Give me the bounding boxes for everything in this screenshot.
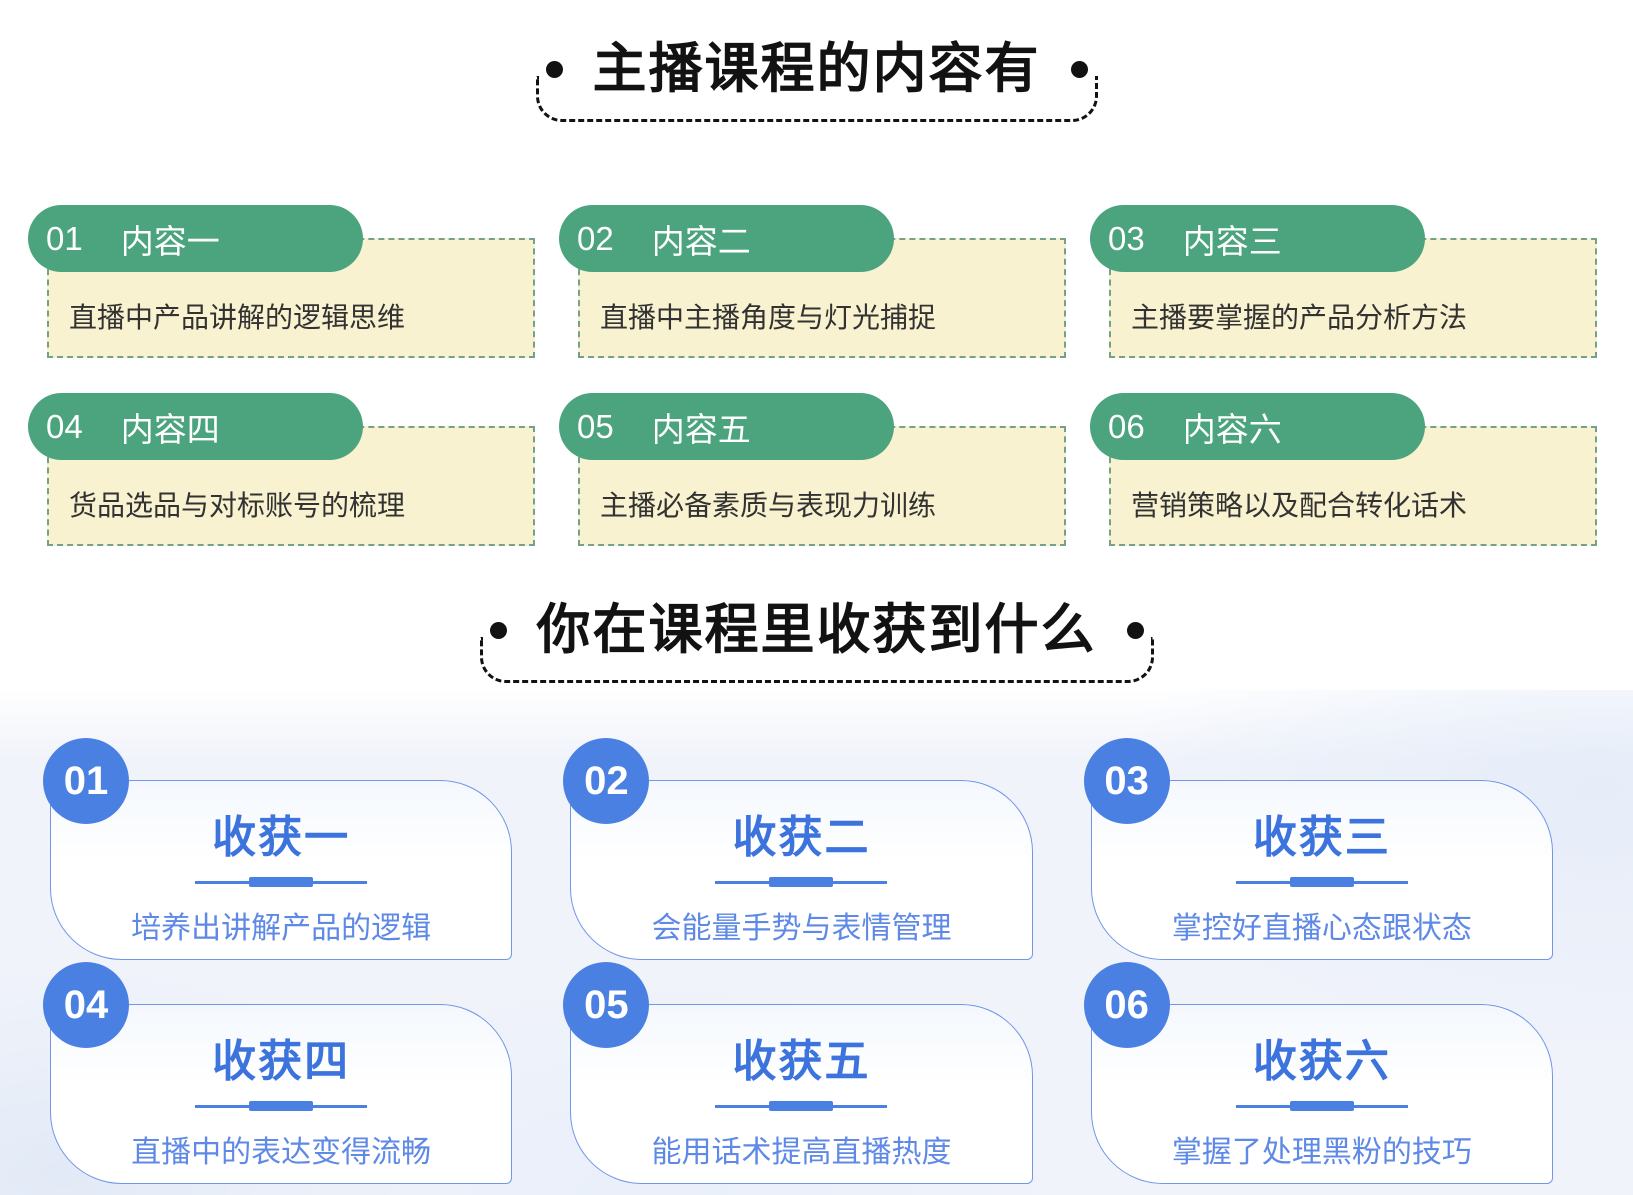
gain-card: 06 收获六 掌握了处理黑粉的技巧 (1083, 962, 1553, 1184)
gain-title: 收获六 (1252, 1037, 1391, 1086)
card-desc: 主播要掌握的产品分析方法 (1131, 302, 1468, 333)
card-label: 内容三 (1182, 222, 1282, 260)
card-number: 05 (577, 407, 614, 445)
bullet-dot-icon (1126, 621, 1144, 639)
gain-card: 02 收获二 会能量手势与表情管理 (563, 738, 1033, 960)
gain-title: 收获五 (732, 1037, 871, 1086)
course-content-section: 主播课程的内容有 01 内容一 直播中产品讲解的逻辑思维 02 内容二 (0, 0, 1633, 546)
course-content-title: 主播课程的内容有 (592, 39, 1041, 99)
gain-divider (195, 1101, 368, 1111)
gain-card-box: 收获五 能用话术提高直播热度 (570, 1004, 1033, 1184)
gain-number-badge: 06 (1083, 962, 1170, 1048)
gain-number-badge: 01 (43, 738, 129, 824)
gain-title: 收获三 (1252, 813, 1391, 862)
gain-divider (715, 1101, 888, 1111)
card-label: 内容五 (651, 410, 751, 448)
card-label: 内容一 (120, 222, 220, 260)
gain-card-box: 收获二 会能量手势与表情管理 (570, 780, 1033, 960)
card-number: 03 (1108, 219, 1145, 257)
gain-divider (715, 877, 888, 887)
gain-number-badge: 03 (1083, 738, 1170, 824)
content-card-pill: 01 内容一 (28, 205, 363, 272)
content-card: 04 内容四 货品选品与对标账号的梳理 (28, 393, 535, 546)
content-card: 03 内容三 主播要掌握的产品分析方法 (1090, 205, 1597, 358)
bullet-dot-icon (545, 60, 563, 78)
gain-card-box: 收获四 直播中的表达变得流畅 (50, 1004, 513, 1184)
dashed-underline (479, 637, 1154, 683)
course-gains-section: 你在课程里收获到什么 01 收获一 培养出讲解产品的逻辑 02 (0, 591, 1633, 1184)
card-number: 01 (46, 219, 83, 257)
card-label: 内容四 (120, 410, 220, 448)
bullet-dot-icon (1070, 60, 1088, 78)
gain-desc: 直播中的表达变得流畅 (131, 1136, 432, 1169)
gain-desc: 培养出讲解产品的逻辑 (131, 912, 432, 945)
gain-number-badge: 05 (563, 962, 650, 1048)
content-card-pill: 04 内容四 (28, 393, 363, 460)
content-card-pill: 02 内容二 (559, 205, 894, 272)
card-number: 02 (577, 219, 614, 257)
gain-card: 03 收获三 掌控好直播心态跟状态 (1083, 738, 1553, 960)
gain-number-badge: 04 (43, 962, 129, 1048)
gain-card-box: 收获三 掌控好直播心态跟状态 (1090, 780, 1553, 960)
dashed-underline (535, 76, 1098, 122)
card-desc: 直播中主播角度与灯光捕捉 (600, 302, 937, 333)
gain-divider (195, 877, 368, 887)
content-card: 05 内容五 主播必备素质与表现力训练 (559, 393, 1066, 546)
content-card-pill: 03 内容三 (1090, 205, 1425, 272)
gain-desc: 能用话术提高直播热度 (651, 1136, 952, 1169)
bullet-dot-icon (489, 621, 507, 639)
gain-title: 收获一 (212, 813, 351, 862)
card-label: 内容六 (1182, 410, 1282, 448)
gain-divider (1235, 877, 1408, 887)
gain-divider (1235, 1101, 1408, 1111)
card-label: 内容二 (651, 222, 751, 260)
gain-desc: 掌握了处理黑粉的技巧 (1171, 1136, 1472, 1169)
card-desc: 主播必备素质与表现力训练 (600, 490, 937, 521)
content-card-pill: 05 内容五 (559, 393, 894, 460)
course-content-title-block: 主播课程的内容有 (535, 30, 1098, 122)
gain-number-badge: 02 (563, 738, 650, 824)
gain-title: 收获四 (212, 1037, 351, 1086)
gain-cards-grid: 01 收获一 培养出讲解产品的逻辑 02 收获二 (0, 738, 1633, 1184)
gain-desc: 掌控好直播心态跟状态 (1171, 912, 1472, 945)
card-number: 04 (46, 407, 83, 445)
gain-card-box: 收获一 培养出讲解产品的逻辑 (50, 780, 513, 960)
gain-desc: 会能量手势与表情管理 (651, 912, 952, 945)
gains-title-block: 你在课程里收获到什么 (479, 591, 1154, 683)
content-card: 02 内容二 直播中主播角度与灯光捕捉 (559, 205, 1066, 358)
gain-card: 04 收获四 直播中的表达变得流畅 (43, 962, 513, 1184)
gain-card: 05 收获五 能用话术提高直播热度 (563, 962, 1033, 1184)
gain-title: 收获二 (732, 813, 871, 862)
gains-title: 你在课程里收获到什么 (536, 600, 1097, 660)
content-cards-grid: 01 内容一 直播中产品讲解的逻辑思维 02 内容二 直播中主播角度与灯光捕捉 (0, 205, 1633, 546)
gain-card: 01 收获一 培养出讲解产品的逻辑 (43, 738, 513, 960)
card-number: 06 (1108, 407, 1145, 445)
card-desc: 货品选品与对标账号的梳理 (69, 490, 406, 521)
card-desc: 营销策略以及配合转化话术 (1131, 490, 1468, 521)
content-card-pill: 06 内容六 (1090, 393, 1425, 460)
content-card: 01 内容一 直播中产品讲解的逻辑思维 (28, 205, 535, 358)
gain-card-box: 收获六 掌握了处理黑粉的技巧 (1090, 1004, 1553, 1184)
card-desc: 直播中产品讲解的逻辑思维 (69, 302, 406, 333)
content-card: 06 内容六 营销策略以及配合转化话术 (1090, 393, 1597, 546)
